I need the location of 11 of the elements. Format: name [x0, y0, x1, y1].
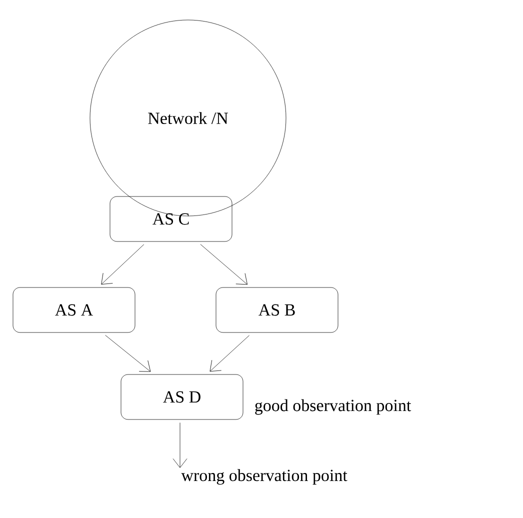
annotation-label: good observation point	[255, 399, 412, 415]
arrow	[105, 335, 151, 372]
arrow	[172, 422, 188, 468]
node-label: wrong observation point	[181, 469, 348, 485]
as-box: AS A	[12, 287, 136, 333]
arrow	[101, 244, 144, 285]
as-box: AS D	[120, 374, 244, 420]
as-box: AS C	[110, 196, 232, 242]
arrow	[210, 335, 250, 372]
as-box: AS B	[216, 287, 338, 333]
arrow	[200, 244, 248, 285]
